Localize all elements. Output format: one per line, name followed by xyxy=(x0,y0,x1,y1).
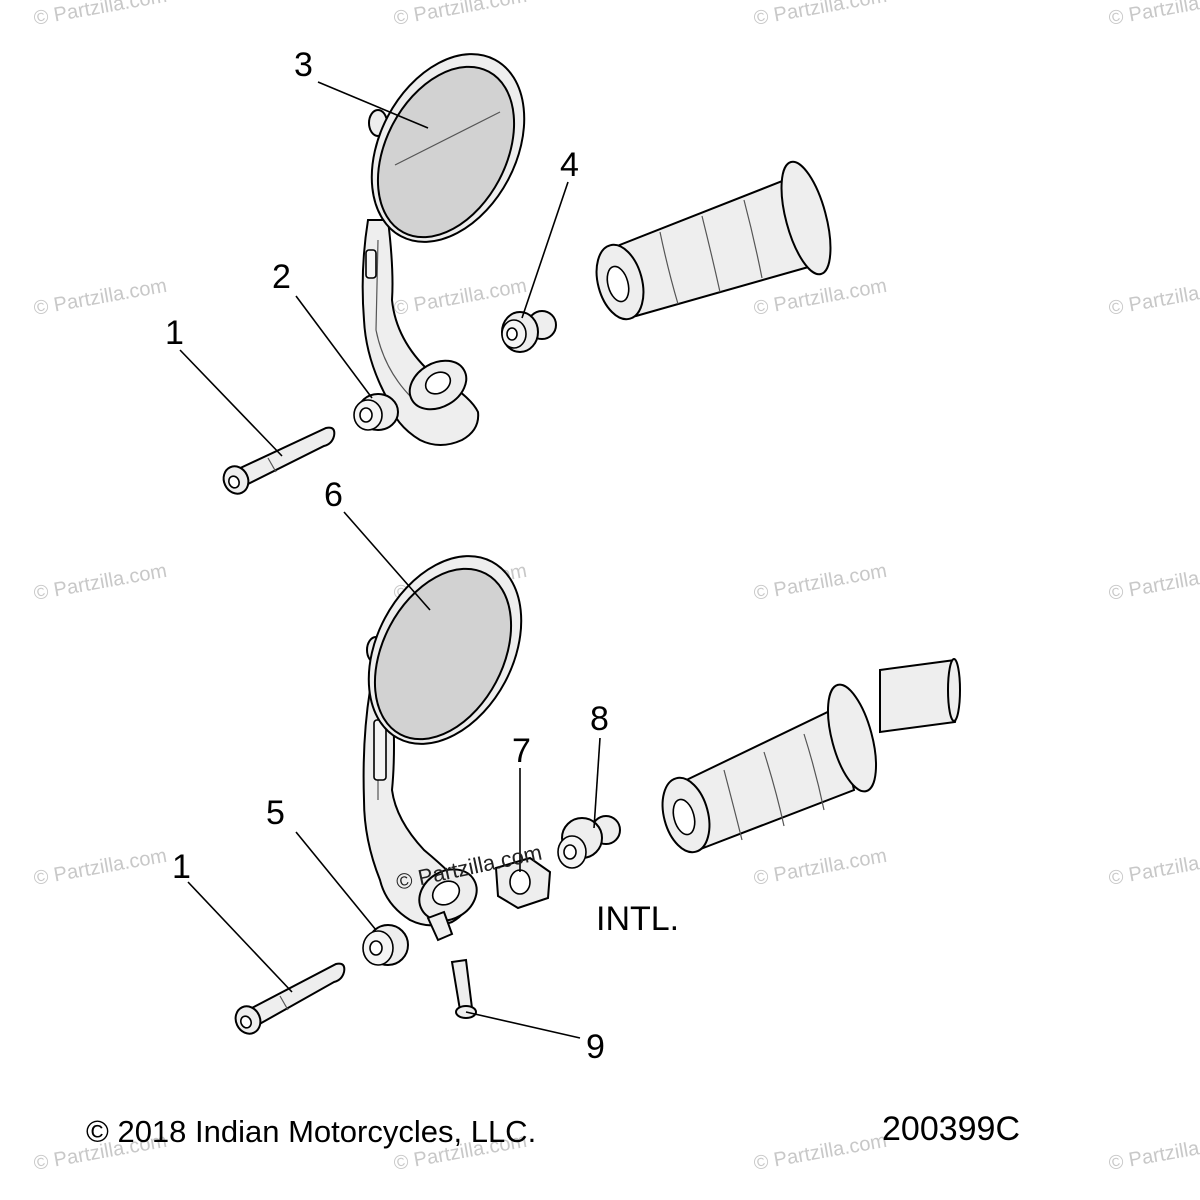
top-assembly xyxy=(222,53,832,495)
mirror-part-3 xyxy=(361,53,526,446)
bolt-part-1-lower xyxy=(234,962,346,1035)
spacer-part-2 xyxy=(353,393,399,431)
mirror-part-6 xyxy=(362,555,523,942)
watermark: © Partzilla.com xyxy=(392,275,529,320)
watermark: © Partzilla.com xyxy=(32,845,169,890)
diagram-number: 200399C xyxy=(882,1110,1021,1148)
spacer-part-5 xyxy=(362,924,409,966)
callout-7: 7 xyxy=(512,732,531,770)
callout-2: 2 xyxy=(272,258,291,296)
callout-3: 3 xyxy=(294,46,313,84)
bottom-assembly xyxy=(234,555,961,1035)
watermark: © Partzilla.com xyxy=(752,560,889,605)
callout-6: 6 xyxy=(324,476,343,514)
watermark: © Partzilla.com xyxy=(1107,560,1200,605)
callout-4: 4 xyxy=(560,146,579,184)
watermark: © Partzilla.com xyxy=(752,275,889,320)
watermark: © Partzilla.com xyxy=(1107,845,1200,890)
nut-part-7 xyxy=(494,856,552,910)
watermark: © Partzilla.com xyxy=(1107,1130,1200,1175)
watermark: © Partzilla.com xyxy=(752,0,889,30)
leader-lines xyxy=(179,81,601,1039)
callout-5: 5 xyxy=(266,794,285,832)
callout-labels: 1 2 3 4 6 1 5 7 8 9 xyxy=(165,46,609,1066)
callout-8: 8 xyxy=(590,700,609,738)
pin-part-9 xyxy=(450,958,477,1019)
region-label: INTL. xyxy=(596,900,679,938)
callout-1: 1 xyxy=(165,314,184,352)
callout-1-lower: 1 xyxy=(172,848,191,886)
bolt-part-1 xyxy=(222,426,336,495)
watermark-layer: © Partzilla.com © Partzilla.com © Partzi… xyxy=(32,0,1200,1175)
plug-part-4 xyxy=(501,310,557,353)
watermark: © Partzilla.com xyxy=(752,1130,889,1175)
watermark: © Partzilla.com xyxy=(392,0,529,30)
watermark: © Partzilla.com xyxy=(1107,275,1200,320)
plug-part-8 xyxy=(557,815,621,869)
copyright-text: © 2018 Indian Motorcycles, LLC. xyxy=(86,1114,537,1149)
watermark: © Partzilla.com xyxy=(1107,0,1200,30)
watermark: © Partzilla.com xyxy=(32,560,169,605)
watermark: © Partzilla.com xyxy=(752,845,889,890)
watermark: © Partzilla.com xyxy=(32,0,169,30)
grip-top xyxy=(595,160,832,321)
callout-9: 9 xyxy=(586,1028,605,1066)
watermark: © Partzilla.com xyxy=(32,275,169,320)
grip-bottom xyxy=(661,658,961,854)
